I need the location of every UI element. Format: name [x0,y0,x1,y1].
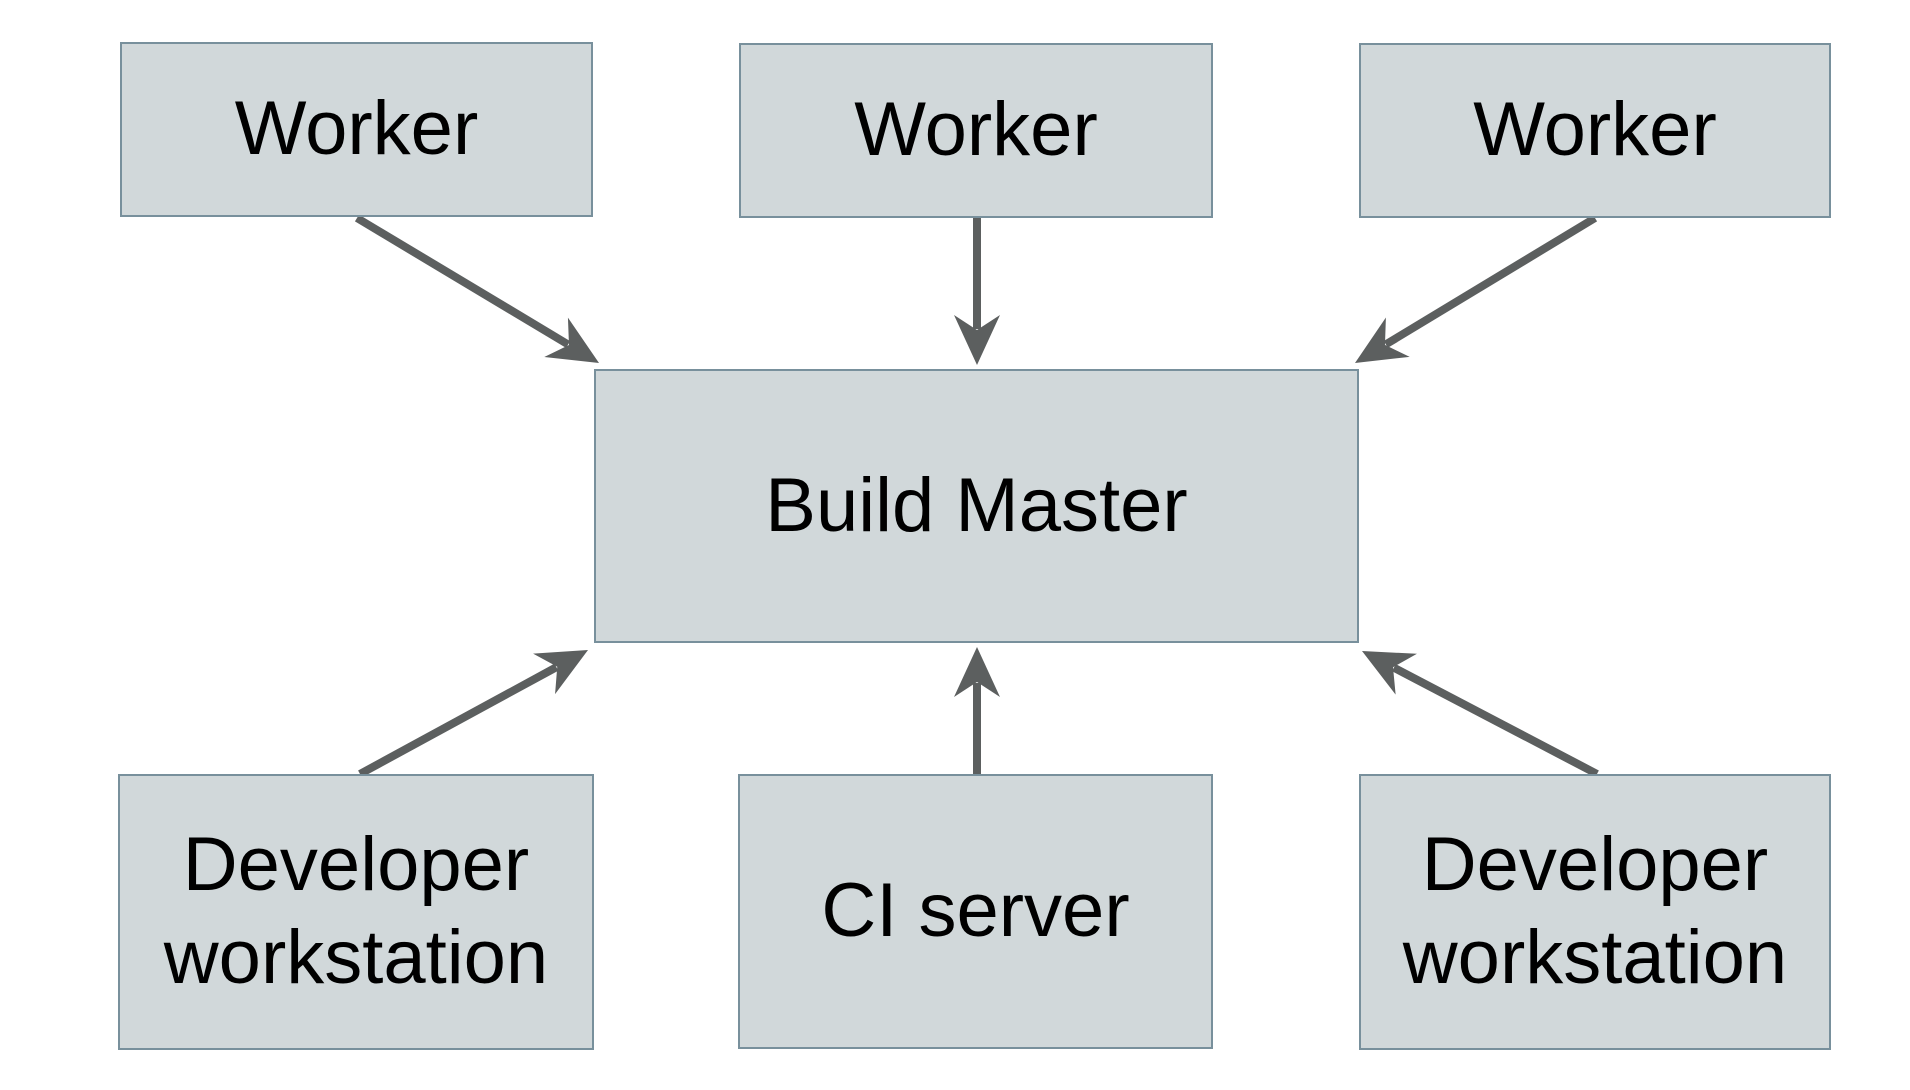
arrow-shaft [1383,214,1598,348]
arrowhead-icon [1355,317,1410,363]
arrow-worker-3-to-build-master [1355,214,1598,363]
node-label-worker-1: Worker [234,86,479,172]
node-label-developer-workstation-right: Developer workstation [1402,822,1788,1000]
node-build-master: Build Master [594,369,1359,643]
node-developer-workstation-left: Developer workstation [118,774,594,1050]
node-label-ci-server: CI server [821,868,1130,954]
node-worker-2: Worker [739,43,1213,218]
arrowhead-icon [954,315,1000,365]
arrow-shaft [354,214,571,348]
arrow-worker-1-to-build-master [354,214,599,363]
arrow-developer-workstation-left-to-build-master [358,650,588,778]
arrowhead-icon [954,647,1000,697]
node-label-build-master: Build Master [765,462,1188,548]
arrowhead-icon [1362,651,1417,695]
node-ci-server: CI server [738,774,1213,1049]
arrow-worker-2-to-build-master [954,218,1000,365]
node-label-developer-workstation-left: Developer workstation [163,822,549,1000]
node-developer-workstation-right: Developer workstation [1359,774,1831,1050]
arrow-shaft [1392,664,1599,778]
arrowhead-icon [544,317,599,363]
arrowhead-icon [533,650,588,695]
node-worker-1: Worker [120,42,593,217]
arrow-ci-server-to-build-master [954,647,1000,774]
node-label-worker-3: Worker [1473,87,1717,173]
arrow-developer-workstation-right-to-build-master [1362,651,1599,778]
arrow-shaft [358,663,559,778]
node-label-worker-2: Worker [854,87,1098,173]
node-worker-3: Worker [1359,43,1831,218]
